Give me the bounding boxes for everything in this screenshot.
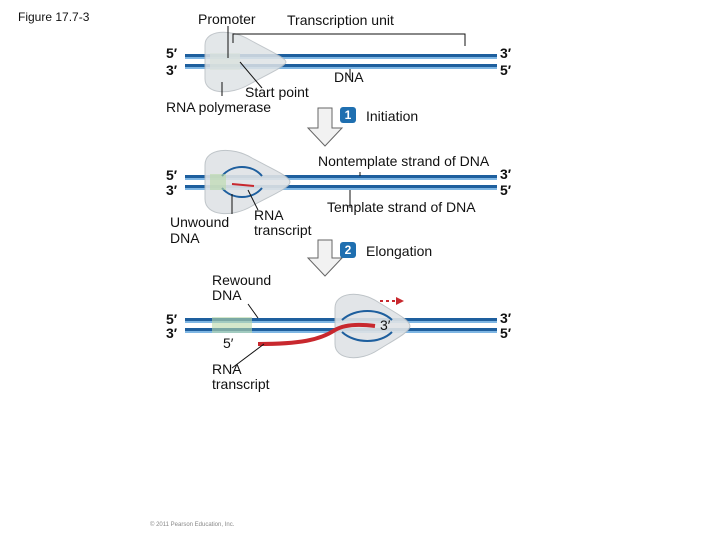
stage2-unwound-bubble xyxy=(221,166,263,177)
copyright: © 2011 Pearson Education, Inc. xyxy=(150,522,235,528)
stage1-rna-polymerase xyxy=(204,31,287,93)
step2-number: 2 xyxy=(340,242,356,258)
dna-label: DNA xyxy=(334,69,364,85)
step2-label: Elongation xyxy=(366,243,433,259)
direction-arrowhead xyxy=(396,297,404,305)
nontemplate-label: Nontemplate strand of DNA xyxy=(318,153,490,169)
step1-number: 1 xyxy=(340,107,356,123)
stage3-right-3: 3′ xyxy=(500,310,512,326)
stage3-rna-line1: RNA xyxy=(212,361,242,377)
unwound-line1: Unwound xyxy=(170,214,230,230)
start-point-label: Start point xyxy=(245,84,309,100)
stage2-unwound-bottom xyxy=(221,187,263,198)
stage3-bubble-top xyxy=(341,310,393,321)
template-label: Template strand of DNA xyxy=(327,199,476,215)
rewound-line1: Rewound xyxy=(212,272,272,288)
stage2-rna-polymerase xyxy=(204,149,291,215)
stage3-left-3: 3′ xyxy=(166,325,178,341)
elongation-arrow xyxy=(306,239,344,277)
stage2-dna-strands xyxy=(185,175,497,190)
stage3-rna-5prime: 5′ xyxy=(223,335,234,351)
transcription-unit-label: Transcription unit xyxy=(287,12,394,28)
stage2-rna-short xyxy=(231,183,255,187)
stage2-left-3: 3′ xyxy=(166,182,178,198)
rewound-pointer xyxy=(247,303,259,319)
stage1-left-5: 5′ xyxy=(166,45,178,61)
step1-label: Initiation xyxy=(366,108,419,124)
stage3-rna-3prime: 3′ xyxy=(380,317,391,333)
stage1-right-5: 5′ xyxy=(500,62,512,78)
stage2-rna-line1: RNA xyxy=(254,207,284,223)
initiation-arrow xyxy=(306,107,344,147)
stage3-rna-pointer xyxy=(231,343,265,369)
stage3-rna-line2: transcript xyxy=(212,376,270,392)
promoter-label: Promoter xyxy=(198,11,256,27)
stage2-right-5: 5′ xyxy=(500,182,512,198)
stage3-rna-transcript xyxy=(257,322,376,346)
figure-label: Figure 17.7-3 xyxy=(18,10,90,24)
stage3-right-5: 5′ xyxy=(500,325,512,341)
stage3-bubble-bottom xyxy=(341,331,393,342)
stage2-right-3: 3′ xyxy=(500,166,512,182)
rna-transcript-pointer xyxy=(247,189,259,211)
stage1-right-3: 3′ xyxy=(500,45,512,61)
transcription-unit-bracket xyxy=(232,33,466,46)
unwound-line2: DNA xyxy=(170,230,200,246)
stage3-left-5: 5′ xyxy=(166,311,178,327)
stage2-left-5: 5′ xyxy=(166,167,178,183)
start-point-pointer xyxy=(239,61,263,89)
stage2-promoter xyxy=(210,174,226,190)
rna-polymerase-label: RNA polymerase xyxy=(166,99,272,115)
stage2-rna-line2: transcript xyxy=(254,222,312,238)
stage1-left-3: 3′ xyxy=(166,62,178,78)
rewound-line2: DNA xyxy=(212,287,242,303)
